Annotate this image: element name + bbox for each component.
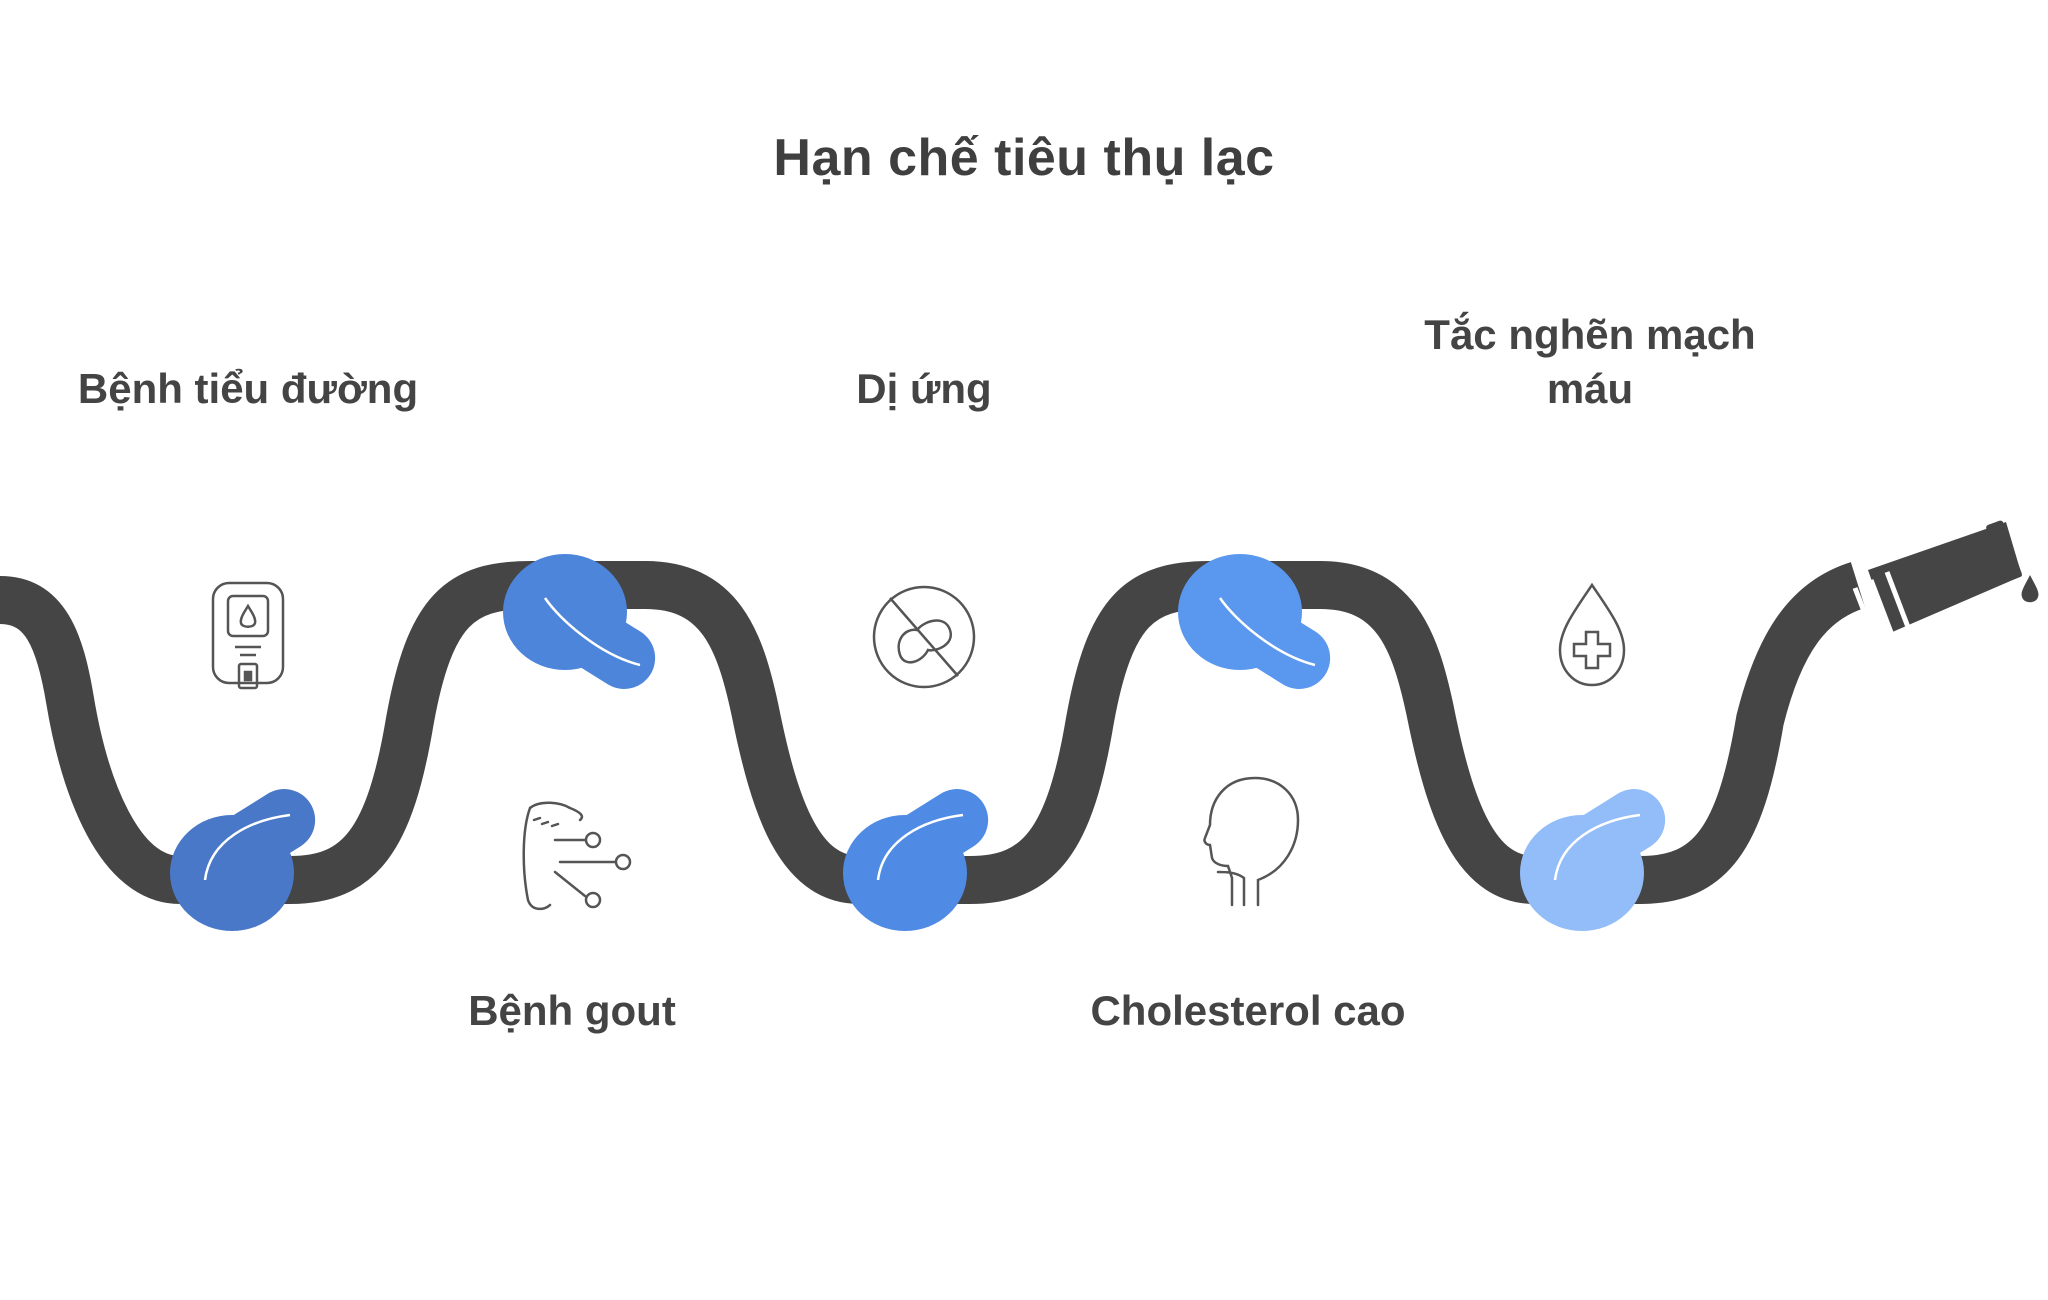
knot-3 bbox=[843, 789, 989, 931]
foot-joint-icon bbox=[522, 801, 632, 911]
nozzle bbox=[1852, 520, 2039, 651]
label-gout: Bệnh gout bbox=[312, 984, 832, 1038]
label-cholesterol: Cholesterol cao bbox=[988, 984, 1508, 1038]
page-title: Hạn chế tiêu thụ lạc bbox=[773, 129, 1275, 187]
label-clog-line-2: máu bbox=[1546, 365, 1634, 412]
head-throat-icon bbox=[1203, 776, 1300, 907]
label-diabetes: Bệnh tiểu đường bbox=[0, 362, 508, 416]
label-blood-vessel-clog: Tắc nghẽn mạch máu bbox=[1330, 308, 1850, 416]
label-diabetes-line: Bệnh tiểu đường bbox=[77, 365, 419, 412]
knot-1 bbox=[170, 789, 316, 931]
knot-4 bbox=[1178, 554, 1331, 689]
knot-5 bbox=[1520, 789, 1666, 931]
no-peanut-icon bbox=[872, 585, 976, 689]
label-gout-line: Bệnh gout bbox=[468, 987, 676, 1034]
label-cholesterol-line: Cholesterol cao bbox=[1090, 987, 1406, 1034]
knot-2 bbox=[503, 554, 656, 689]
blood-drop-cross-icon bbox=[1558, 582, 1626, 687]
label-allergy-line: Dị ứng bbox=[856, 365, 992, 412]
glucose-meter-icon bbox=[211, 581, 285, 690]
label-allergy: Dị ứng bbox=[664, 362, 1184, 416]
label-clog-line-1: Tắc nghẽn mạch bbox=[1424, 311, 1756, 358]
